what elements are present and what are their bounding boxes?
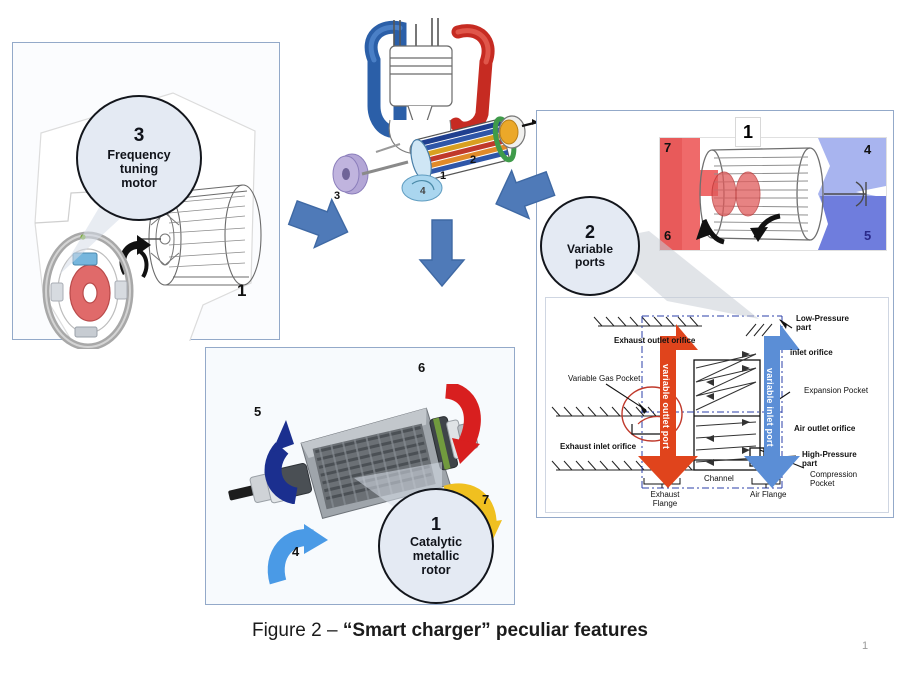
callout-variable-label-line-1: Variable [566,241,614,256]
flow-number-5: 5 [254,404,262,419]
caption-prefix: Figure 2 – [251,620,343,641]
label-variable-gas-pocket: Variable Gas Pocket [568,374,641,383]
flow-arrow-4-icon [267,524,328,585]
callout-rotor-label-line-1: Catalytic [409,535,463,550]
callout-rotor-label-line-2: metallic [412,549,460,564]
cross-section-label-1: 1 [735,117,761,147]
part-number-1-motor-panel: 1 [237,281,247,300]
variable-outlet-port-label: variable outlet port [661,364,671,450]
callout-frequency-tuning-motor[interactable]: 3 Frequency tuning motor [76,95,202,221]
flow-number-6: 6 [418,360,426,375]
engine-part-number-1: 1 [440,170,447,182]
rotation-arrow-icon [119,235,151,279]
callout-number-3: 3 [133,125,145,147]
variable-inlet-port-label: variable inlet port [765,367,775,447]
stator-drum-art [137,184,262,286]
panel-catalytic-rotor: 5 4 6 7 1 Catalytic metallic rotor [205,347,515,605]
callout-number-1: 1 [430,513,441,534]
caption-title: “Smart charger” peculiar features [342,620,648,641]
label-air-flange: Air Flange [750,490,787,499]
callout-label-line-1: Frequency [107,147,171,162]
cross-section-label-1-text: 1 [742,121,753,142]
callout-rotor-label-line-3: rotor [421,563,451,578]
flow-arrow-6-icon [444,384,481,464]
variable-ports-schematic: variable outlet port variable inlet port… [545,297,889,513]
engine-part-number-4: 4 [420,186,426,197]
frequency-tuning-motor-art [42,231,134,349]
panel-frequency-tuning-motor: 1 3 Frequency tuning motor [12,42,280,349]
figure-caption: Figure 2 – “Smart charger” peculiar feat… [0,620,900,642]
label-high-pressure-part: High-Pressure part [802,450,857,469]
label-inlet-orifice: inlet orifice [790,348,833,357]
panel-variable-ports: 1 [536,110,894,518]
label-expansion-pocket: Expansion Pocket [804,386,869,395]
label-air-outlet-orifice: Air outlet orifice [794,424,856,433]
arrow-down-icon [418,219,466,288]
label-compression-pocket: Compression Pocket [810,470,858,489]
callout-label-line-2: tuning [119,161,159,176]
callout-label-line-3: motor [121,175,157,190]
cross-section-number-6: 6 [664,228,672,243]
cross-section-number-5: 5 [864,228,872,243]
label-exhaust-outlet-orifice: Exhaust outlet orifice [614,336,696,345]
arrow-down-right-icon [495,168,556,220]
label-low-pressure-part: Low-Pressure part [796,314,849,333]
cross-section-number-4: 4 [864,142,872,157]
cross-section-number-7: 7 [664,140,672,155]
charger-cross-section-art: 7 6 4 5 [659,137,887,251]
page-number: 1 [862,640,869,652]
engine-overview-art: 1 2 3 4 [316,2,546,202]
label-exhaust-flange: Exhaust Flange [650,490,680,509]
flow-arrow-5-icon [264,420,299,504]
flow-number-7: 7 [482,492,490,507]
flow-number-4: 4 [292,544,300,559]
engine-part-number-2: 2 [470,154,477,166]
engine-part-number-3: 3 [334,190,341,202]
callout-number-2: 2 [584,221,595,242]
label-channel: Channel [704,474,734,483]
arrow-down-left-icon [287,197,349,249]
label-exhaust-inlet-orifice: Exhaust inlet orifice [560,442,637,451]
callout-variable-label-line-2: ports [575,254,605,269]
callout-variable-ports[interactable]: 2 Variable ports [540,196,640,296]
callout-catalytic-rotor[interactable]: 1 Catalytic metallic rotor [378,488,494,604]
